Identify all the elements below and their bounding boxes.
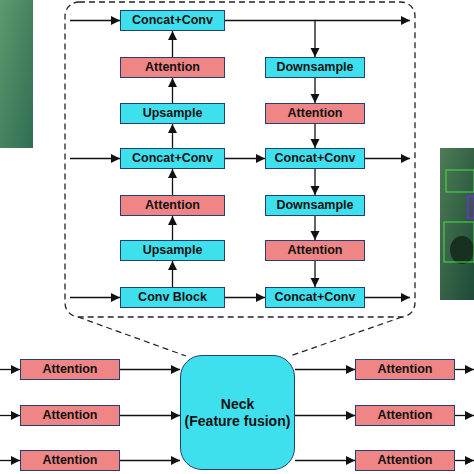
box-label: Attention xyxy=(378,362,433,376)
output-arrow xyxy=(365,158,410,159)
zoom-frame xyxy=(65,2,415,317)
flow-arrow xyxy=(225,158,265,159)
flow-arrow xyxy=(314,78,315,103)
flow-arrow xyxy=(225,21,315,58)
process-box: Concat+Conv xyxy=(120,148,225,169)
box-label: Attention xyxy=(145,198,200,212)
attention-box: Attention xyxy=(265,103,365,124)
process-box: Downsample xyxy=(265,195,365,216)
flow-arrow xyxy=(172,261,173,287)
flow-arrow xyxy=(225,297,265,298)
box-label: Downsample xyxy=(276,198,353,212)
box-label: Attention xyxy=(378,408,433,422)
flow-arrow xyxy=(172,31,173,57)
box-label: Concat+Conv xyxy=(275,151,356,165)
detection-box xyxy=(468,196,474,218)
flow-arrow xyxy=(314,216,315,240)
detection-box xyxy=(446,170,474,192)
box-label: Attention xyxy=(43,453,98,467)
output-arrow xyxy=(455,369,474,370)
box-label: Upsample xyxy=(143,243,203,257)
box-label: Attention xyxy=(43,408,98,422)
flow-arrow xyxy=(120,460,180,461)
process-box: Downsample xyxy=(265,57,365,78)
flow-arrow xyxy=(120,415,180,416)
input-arrow xyxy=(70,158,120,159)
input-image xyxy=(0,0,33,148)
attention-box: Attention xyxy=(20,359,120,380)
output-image xyxy=(440,148,474,300)
flow-arrow xyxy=(314,124,315,148)
flow-arrow xyxy=(295,369,355,370)
process-box: Concat+Conv xyxy=(265,287,365,308)
box-label: Upsample xyxy=(143,106,203,120)
process-box: Upsample xyxy=(120,240,225,261)
flow-arrow xyxy=(120,369,180,370)
zoom-leader xyxy=(78,317,186,356)
flow-arrow xyxy=(295,460,355,461)
flow-arrow xyxy=(172,124,173,148)
process-box: Upsample xyxy=(120,103,225,124)
box-label: Downsample xyxy=(276,60,353,74)
attention-box: Attention xyxy=(355,359,455,380)
box-label: Attention xyxy=(145,60,200,74)
attention-box: Attention xyxy=(20,405,120,426)
flow-arrow xyxy=(172,169,173,195)
input-arrow xyxy=(0,460,20,461)
output-arrow xyxy=(315,20,410,21)
process-box: Concat+Conv xyxy=(265,148,365,169)
output-arrow xyxy=(365,297,410,298)
box-label: Attention xyxy=(378,453,433,467)
output-arrow xyxy=(455,415,474,416)
flow-arrow xyxy=(172,78,173,103)
process-box: Concat+Conv xyxy=(120,10,225,31)
neck-block: Neck(Feature fusion) xyxy=(180,355,295,470)
flow-arrow xyxy=(172,216,173,240)
box-label: Neck xyxy=(221,396,254,412)
box-label: Attention xyxy=(288,106,343,120)
output-arrow xyxy=(455,460,474,461)
detection-box xyxy=(444,222,474,262)
box-label: Attention xyxy=(288,243,343,257)
box-label: (Feature fusion) xyxy=(185,413,291,429)
attention-box: Attention xyxy=(120,195,225,216)
flow-arrow xyxy=(314,261,315,287)
attention-box: Attention xyxy=(265,240,365,261)
input-arrow xyxy=(70,297,120,298)
image-object xyxy=(450,236,474,264)
attention-box: Attention xyxy=(355,450,455,471)
zoom-leader xyxy=(290,317,402,356)
input-arrow xyxy=(0,369,20,370)
process-box: Conv Block xyxy=(120,287,225,308)
box-label: Concat+Conv xyxy=(132,13,213,27)
box-label: Attention xyxy=(43,362,98,376)
box-label: Conv Block xyxy=(138,290,207,304)
box-label: Concat+Conv xyxy=(132,151,213,165)
flow-arrow xyxy=(314,169,315,195)
input-arrow xyxy=(0,415,20,416)
input-arrow xyxy=(70,20,120,21)
attention-box: Attention xyxy=(20,450,120,471)
attention-box: Attention xyxy=(355,405,455,426)
attention-box: Attention xyxy=(120,57,225,78)
box-label: Concat+Conv xyxy=(275,290,356,304)
flow-arrow xyxy=(295,415,355,416)
